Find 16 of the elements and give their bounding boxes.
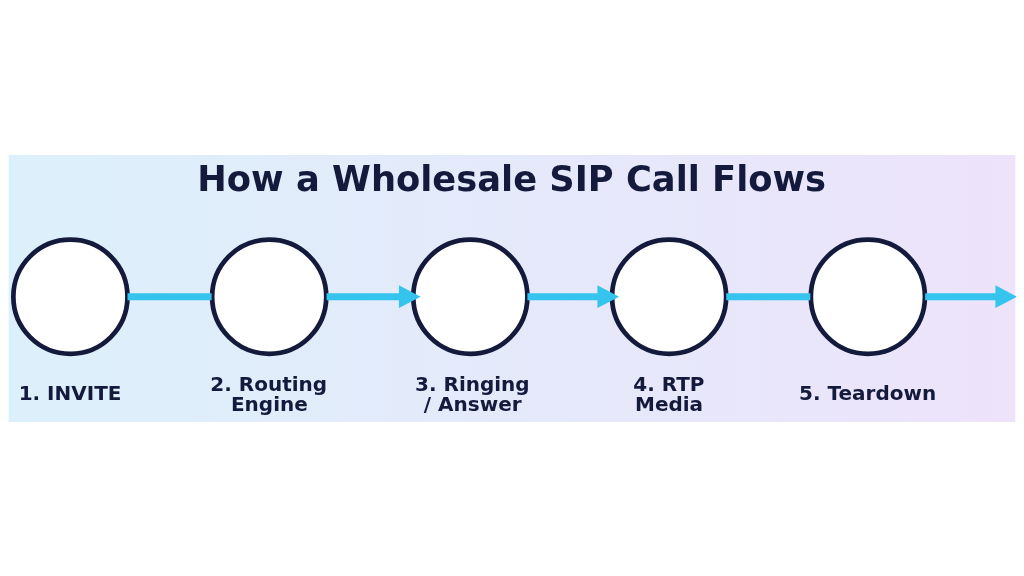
node-label: 5. Teardown [799, 380, 937, 405]
node-label: 1. INVITE [18, 380, 122, 405]
node-circle [808, 236, 928, 356]
arrow [925, 284, 1016, 308]
node-circle [410, 236, 530, 356]
diagram-title: How a Wholesale SIP Call Flows [197, 157, 827, 199]
node-circle [609, 236, 729, 356]
node-label: 4. RTP Media [633, 371, 705, 416]
connector [726, 292, 811, 300]
node-circle [11, 236, 130, 356]
node-label: 3. Ringing / Answer [415, 371, 530, 416]
arrow [326, 284, 421, 308]
node-circle [209, 236, 329, 356]
connector [127, 292, 212, 300]
node-label: 2. Routing Engine [210, 371, 328, 416]
arrow [527, 284, 620, 308]
